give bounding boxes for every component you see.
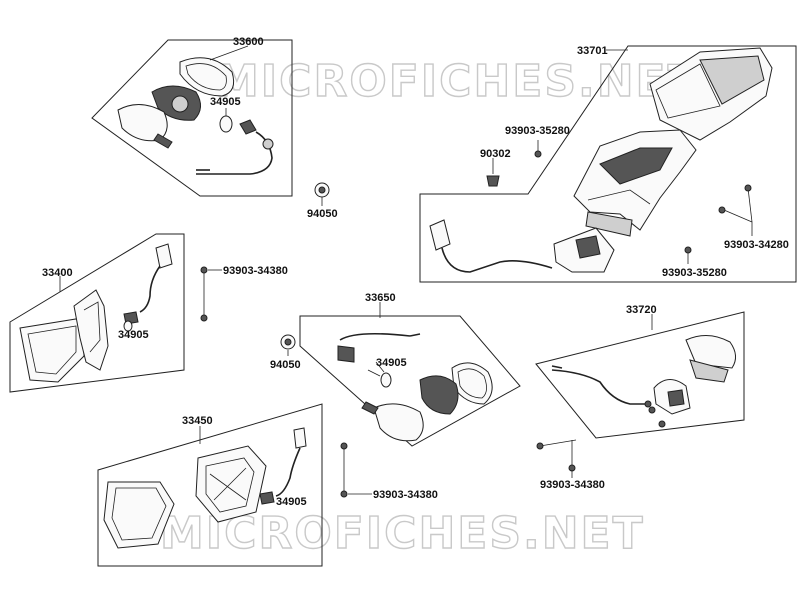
lens-33450: [103, 481, 175, 549]
grommet-94050-a: 94050: [307, 182, 338, 220]
wire-harness: [196, 131, 273, 175]
label-33650: 33650: [365, 292, 396, 304]
label-34905-b: 34905: [118, 329, 149, 341]
group-33600-front-right-winker: 33600 34905: [91, 36, 293, 197]
housing-33400: [73, 289, 109, 371]
lens-33400: [19, 317, 85, 383]
nut-90302: [486, 175, 500, 187]
group-33400-front-left-winker: 33400 34905: [9, 233, 185, 393]
label-34905-a: 34905: [210, 96, 241, 108]
grommet-94050-b: 94050: [270, 334, 301, 371]
screw-93903-34380-c: 93903-34380: [536, 439, 605, 491]
label-93903-34280: 93903-34280: [724, 239, 789, 251]
bulb: [219, 115, 233, 133]
label-93903-34380-c: 93903-34380: [540, 479, 605, 491]
panel-33701: [419, 45, 797, 283]
winker-housing: [117, 104, 168, 142]
label-94050-a: 94050: [307, 208, 338, 220]
label-34905-c: 34905: [376, 357, 407, 369]
socket: [239, 119, 257, 135]
reflector-strip: [585, 211, 633, 237]
label-90302: 90302: [480, 148, 511, 160]
connector-33400: [155, 243, 173, 269]
lens-33650: [451, 362, 493, 405]
label-93903-35280-a: 93903-35280: [505, 125, 570, 137]
label-33400: 33400: [42, 267, 73, 279]
bulb-33650: [380, 372, 392, 388]
group-33450-rear-left-winker: 33450 34905: [97, 403, 323, 567]
panel-33400: [9, 233, 185, 393]
label-93903-35280-b: 93903-35280: [662, 267, 727, 279]
label-94050-b: 94050: [270, 359, 301, 371]
connector-33450: [293, 427, 307, 449]
panel-33650: [299, 315, 521, 447]
group-33701-tail-light: 33701 93903-35280 90302 93903-34280 9390…: [419, 45, 797, 283]
screw-93903-34380-a: 93903-34380: [200, 265, 288, 322]
label-93903-34380-a: 93903-34380: [223, 265, 288, 277]
watermark-top: MICROFICHES.NET: [215, 56, 700, 107]
label-33701: 33701: [577, 45, 608, 57]
label-93903-34380-b: 93903-34380: [373, 489, 438, 501]
winker-lens: [179, 57, 235, 97]
screw-93903-34380-b: 93903-34380: [340, 442, 438, 501]
group-33720-license-light: 33720: [535, 304, 745, 439]
reflector-33650: [419, 375, 459, 415]
label-33720: 33720: [626, 304, 657, 316]
label-34905-d: 34905: [276, 496, 307, 508]
housing-33650: [373, 403, 424, 442]
group-33650-rear-winker: 33650 34905: [299, 292, 521, 447]
license-cover: [685, 335, 736, 369]
label-33450: 33450: [182, 415, 213, 427]
socket-33650: [337, 345, 355, 363]
panel-33600: [91, 39, 293, 197]
panel-33450: [97, 403, 323, 567]
label-33600: 33600: [233, 36, 264, 48]
panel-33720: [535, 311, 745, 439]
connector-33701: [429, 219, 451, 251]
